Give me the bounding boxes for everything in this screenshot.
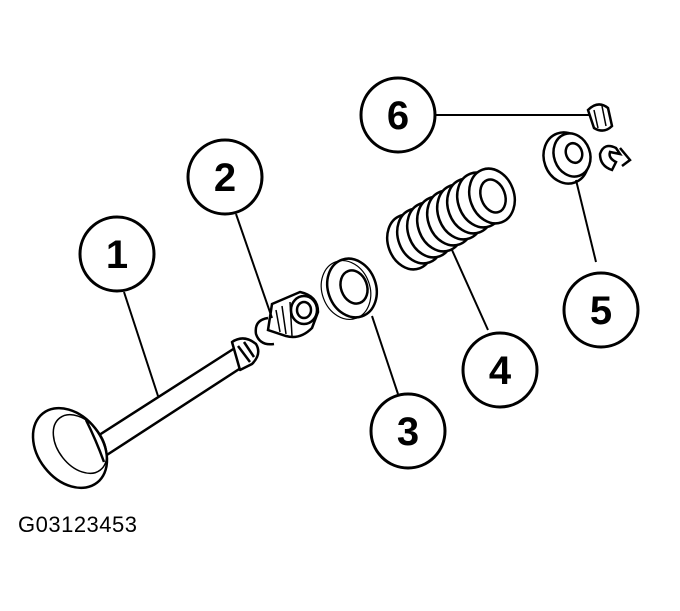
callout-number: 3 [397,410,419,454]
leader-lines [123,114,597,397]
callout-6: 6 [359,76,437,154]
leader-line-3 [371,315,399,395]
leader-line-1 [123,291,159,397]
callout-number: 6 [387,94,409,138]
washer-part [320,257,379,320]
valve-stem-seal-part [254,290,320,346]
callout-number: 4 [489,349,512,393]
callout-2: 2 [186,138,264,216]
callout-number: 5 [590,289,612,333]
callout-number: 1 [106,233,128,277]
valve-spring-part [385,167,517,271]
figure-id-label: G03123453 [18,512,138,537]
callout-number: 2 [214,156,236,200]
leader-line-5 [575,179,597,263]
callout-4: 4 [461,331,539,409]
spring-retainer-part [542,131,592,185]
callout-5: 5 [562,271,640,349]
valve-part [31,337,260,490]
callout-1: 1 [78,215,156,293]
leader-line-2 [235,213,273,319]
valve-keepers-part [586,103,632,172]
callout-3: 3 [369,392,447,470]
leader-line-4 [451,249,489,331]
